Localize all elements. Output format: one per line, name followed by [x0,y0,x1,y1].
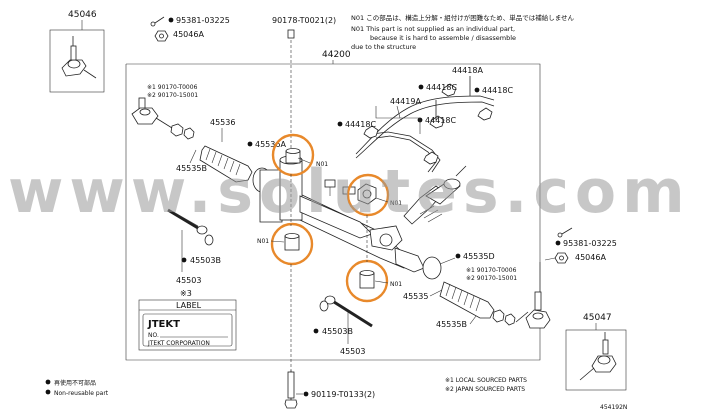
label-44418c-3: 44418C [425,116,456,125]
bolt-90119 [284,370,298,409]
tie-rod-45503-right [324,295,373,328]
note-n01-jp: N01 この部品は、構造上分解・組付けが困難なため、単品では補給しません [351,13,575,22]
label-45503-right: 45503 [340,347,365,356]
label-45535d: 45535D [463,252,495,261]
legend-dot-jp [45,379,51,385]
legend-nonreuse-jp: 再使用不可部品 [54,379,96,387]
nonreuse-dot-45503b-right [313,328,319,334]
nonreuse-dot-44418c-4 [337,121,343,127]
label-45046a-right: 45046A [575,253,606,262]
note-n01-en-2: because it is hard to assemble / disasse… [370,34,516,42]
tie-rod-45503-left [167,208,208,235]
pinion-valve [403,165,467,225]
label-44418c-4: 44418C [345,120,376,129]
label-90119: 90119-T0133(2) [311,390,375,399]
label-alt-left-1: ※1 90170-T0006 [147,84,198,91]
label-44418c-2: 44418C [482,86,513,95]
nonreuse-dot-95381-right [555,240,561,246]
nonreuse-dot-90119 [303,391,309,397]
label-box-corp: JTEKT CORPORATION [147,340,210,347]
label-n01-a: N01 [316,161,328,168]
note-n01-en-3: due to the structure [351,43,416,51]
label-n01-d: N01 [390,281,402,288]
label-44418c-1: 44418C [426,83,457,92]
label-45046-top: 45046 [68,10,97,20]
label-44418a: 44418A [452,66,483,75]
boot-45536 [199,145,253,183]
label-95381-top: 95381-03225 [176,16,230,25]
box-45046 [49,29,105,93]
pipes-44418 [355,76,495,173]
label-box-no: NO. [148,332,159,339]
cotter-pin-right [557,227,573,238]
clip-45503b-right [319,300,329,312]
label-90178: 90178-T0021(2) [272,16,336,25]
label-box-brand: JTEKT [147,319,180,330]
nonreuse-dot-45503b-left [181,257,187,263]
clamp-45535d [422,256,442,280]
label-44200: 44200 [322,50,351,60]
legend-local: ※1 LOCAL SOURCED PARTS [445,377,527,384]
nut-right [554,252,569,264]
nonreuse-dot-45535d [455,253,461,259]
label-45536a: 45536A [255,140,286,149]
bolt-90178 [287,29,295,150]
nonreuse-dot-45536a [247,141,253,147]
tie-rod-end-left [131,97,173,129]
nonreuse-dot-44418c-2 [474,87,480,93]
cotter-pin-top [150,16,165,27]
label-box-title: LABEL [176,301,202,310]
label-45503b-left: 45503B [190,256,221,265]
n01-part-c [270,222,314,266]
tie-rod-end-right [515,291,551,329]
lock-nut-right [492,309,516,326]
label-45046a-top: 45046A [173,30,204,39]
label-44419a: 44419A [390,97,421,106]
label-n01-b: N01 [390,200,402,207]
boot-45535 [439,281,495,319]
label-45047: 45047 [583,313,612,323]
tie-rod-end-45047 [579,332,617,381]
label-95381-right: 95381-03225 [563,239,617,248]
figure-id: 454192N [600,404,627,411]
label-alt-left-2: ※2 90170-15001 [147,92,198,99]
watermark: www.solutes.com [8,157,691,227]
n01-part-a [271,133,315,177]
clip-45503b-left [204,234,214,246]
n01-part-b [346,173,390,217]
nonreuse-dot-1 [168,17,174,23]
label-45536: 45536 [210,118,235,127]
note-n01-en-1: N01 This part is not supplied as an indi… [351,25,515,33]
rack-housing [259,155,425,273]
tie-rod-end-45046 [61,36,97,79]
label-45535: 45535 [403,292,428,301]
label-n01-c: N01 [257,238,269,245]
label-alt-right-1: ※1 90170-T0006 [466,267,517,274]
notes-block: N01 この部品は、構造上分解・組付けが困難なため、単品では補給しません N01… [351,13,575,51]
nut-top [154,30,169,42]
label-45535b-right: 45535B [436,320,467,329]
n01-part-d [345,259,389,303]
legend-dot-en [45,389,51,395]
nonreuse-dot-44418c-1 [418,84,424,90]
label-45503b-right: 45503B [322,327,353,336]
box-45047 [565,329,627,391]
lock-nut-left [170,123,195,140]
legend-nonreuse: 再使用不可部品 Non-reusable part [45,379,109,397]
label-alt-right-2: ※2 90170-15001 [466,275,517,282]
label-box: ※3 LABEL JTEKT NO. JTEKT CORPORATION [138,289,237,351]
label-45535b-left: 45535B [176,164,207,173]
legend-japan: ※2 JAPAN SOURCED PARTS [445,386,525,393]
legend-nonreuse-en: Non-reusable part [54,390,109,397]
legend-sourcing: ※1 LOCAL SOURCED PARTS ※2 JAPAN SOURCED … [445,377,527,393]
label-45503-left: 45503 [176,276,201,285]
label-box-ref: ※3 [180,289,192,298]
